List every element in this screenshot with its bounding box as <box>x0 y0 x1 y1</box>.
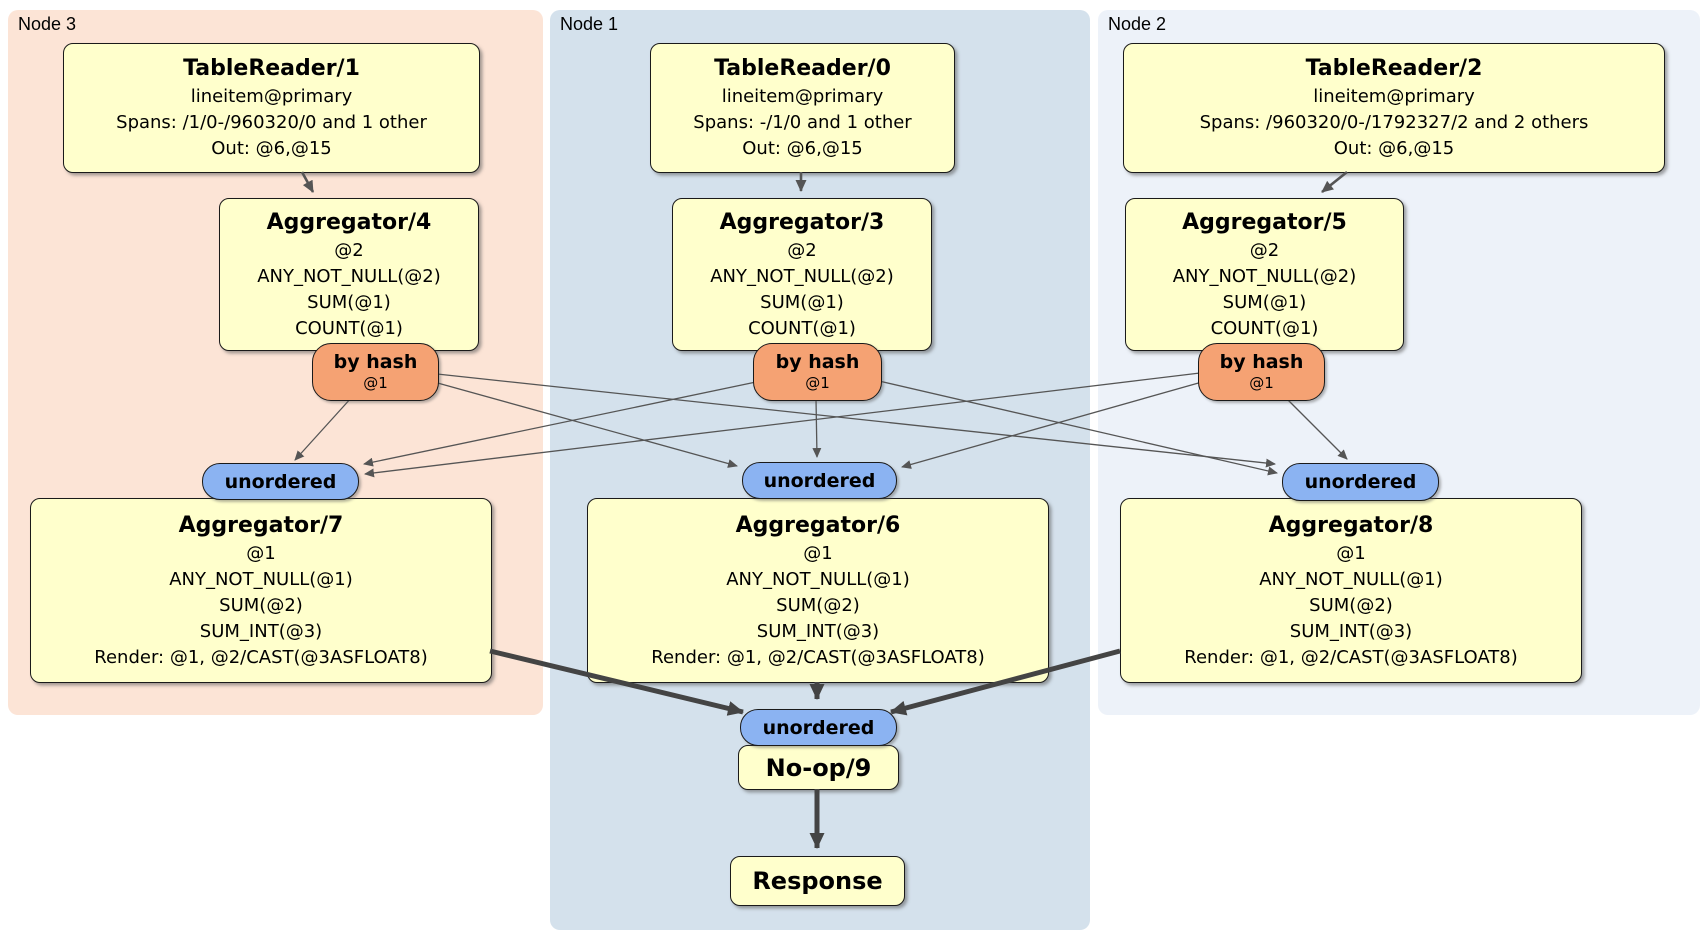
sync-unordered-node3: unordered <box>202 463 359 500</box>
processor-line: @2 <box>1249 239 1280 261</box>
processor-line: SUM(@1) <box>1222 291 1307 313</box>
processor-line: @2 <box>334 239 364 261</box>
processor-line: SUM_INT(@3) <box>1289 620 1413 642</box>
hash-router-node2: by hash @1 <box>1198 343 1325 401</box>
router-detail: @1 <box>363 374 388 392</box>
processor-aggregator-7: Aggregator/7 @1 ANY_NOT_NULL(@1) SUM(@2)… <box>30 498 492 683</box>
processor-line: SUM(@2) <box>219 594 303 616</box>
processor-aggregator-8: Aggregator/8 @1 ANY_NOT_NULL(@1) SUM(@2)… <box>1120 498 1582 683</box>
processor-line: ANY_NOT_NULL(@2) <box>710 265 894 287</box>
router-label: by hash <box>775 351 860 373</box>
processor-aggregator-4: Aggregator/4 @2 ANY_NOT_NULL(@2) SUM(@1)… <box>219 198 479 351</box>
processor-aggregator-3: Aggregator/3 @2 ANY_NOT_NULL(@2) SUM(@1)… <box>672 198 932 351</box>
processor-aggregator-5: Aggregator/5 @2 ANY_NOT_NULL(@2) SUM(@1)… <box>1125 198 1404 351</box>
processor-line: @1 <box>246 542 276 564</box>
sync-label: unordered <box>224 470 337 493</box>
processor-line: Out: @6,@15 <box>211 138 332 159</box>
processor-line: SUM_INT(@3) <box>756 620 880 642</box>
node-label-2: Node 2 <box>1108 14 1167 34</box>
processor-line: ANY_NOT_NULL(@1) <box>169 568 353 590</box>
processor-line: @1 <box>1336 542 1366 564</box>
processor-title: TableReader/1 <box>183 56 360 81</box>
processor-line: COUNT(@1) <box>748 317 856 339</box>
sync-unordered-node2: unordered <box>1282 463 1439 501</box>
processor-line: Spans: -/1/0 and 1 other <box>693 112 912 133</box>
processor-line: ANY_NOT_NULL(@2) <box>1172 265 1357 287</box>
processor-line: Spans: /960320/0-/1792327/2 and 2 others <box>1199 112 1589 133</box>
processor-title: Aggregator/6 <box>735 512 901 538</box>
router-detail: @1 <box>805 374 830 392</box>
processor-line: SUM(@1) <box>760 291 844 313</box>
node-label-3: Node 3 <box>18 14 77 34</box>
processor-line: COUNT(@1) <box>295 317 403 339</box>
processor-line: ANY_NOT_NULL(@1) <box>1259 568 1443 590</box>
processor-title: TableReader/2 <box>1305 56 1483 81</box>
processor-line: @2 <box>787 239 817 261</box>
processor-title: Aggregator/8 <box>1268 512 1434 538</box>
processor-line: SUM(@2) <box>1309 594 1393 616</box>
sync-label: unordered <box>1304 471 1417 493</box>
processor-tablereader-1: TableReader/1 lineitem@primary Spans: /1… <box>63 43 480 173</box>
processor-line: Out: @6,@15 <box>742 138 863 159</box>
processor-line: @1 <box>803 542 833 564</box>
processor-title: TableReader/0 <box>714 56 891 81</box>
processor-line: Render: @1, @2/CAST(@3ASFLOAT8) <box>1184 646 1518 668</box>
processor-line: lineitem@primary <box>1313 86 1475 107</box>
processor-line: SUM(@1) <box>307 291 391 313</box>
processor-aggregator-6: Aggregator/6 @1 ANY_NOT_NULL(@1) SUM(@2)… <box>587 498 1049 683</box>
processor-line: Out: @6,@15 <box>1333 138 1455 159</box>
processor-line: ANY_NOT_NULL(@1) <box>726 568 910 590</box>
processor-title: Aggregator/5 <box>1182 209 1347 235</box>
node-label-1: Node 1 <box>560 14 619 34</box>
processor-title: No-op/9 <box>765 753 872 782</box>
response-box: Response <box>730 856 905 906</box>
sync-unordered-node1: unordered <box>742 462 897 499</box>
router-label: by hash <box>333 351 418 373</box>
processor-line: SUM(@2) <box>776 594 860 616</box>
processor-line: SUM_INT(@3) <box>199 620 323 642</box>
processor-line: ANY_NOT_NULL(@2) <box>257 265 441 287</box>
processor-line: lineitem@primary <box>190 86 353 107</box>
router-label: by hash <box>1219 351 1304 373</box>
processor-line: Render: @1, @2/CAST(@3ASFLOAT8) <box>94 646 428 668</box>
processor-line: lineitem@primary <box>721 86 884 107</box>
processor-tablereader-0: TableReader/0 lineitem@primary Spans: -/… <box>650 43 955 173</box>
processor-title: Aggregator/4 <box>266 209 432 235</box>
sync-unordered-final: unordered <box>740 709 897 746</box>
router-detail: @1 <box>1249 374 1274 392</box>
processor-title: Aggregator/3 <box>719 209 885 235</box>
processor-tablereader-2: TableReader/2 lineitem@primary Spans: /9… <box>1123 43 1665 173</box>
processor-line: Render: @1, @2/CAST(@3ASFLOAT8) <box>651 646 985 668</box>
hash-router-node3: by hash @1 <box>312 343 439 401</box>
processor-line: COUNT(@1) <box>1210 317 1319 339</box>
processor-title: Aggregator/7 <box>178 512 344 538</box>
processor-line: Spans: /1/0-/960320/0 and 1 other <box>116 112 427 133</box>
sync-label: unordered <box>762 716 875 739</box>
response-title: Response <box>752 867 883 895</box>
processor-noop-9: No-op/9 <box>738 745 899 790</box>
sync-label: unordered <box>763 469 876 492</box>
hash-router-node1: by hash @1 <box>753 343 882 401</box>
